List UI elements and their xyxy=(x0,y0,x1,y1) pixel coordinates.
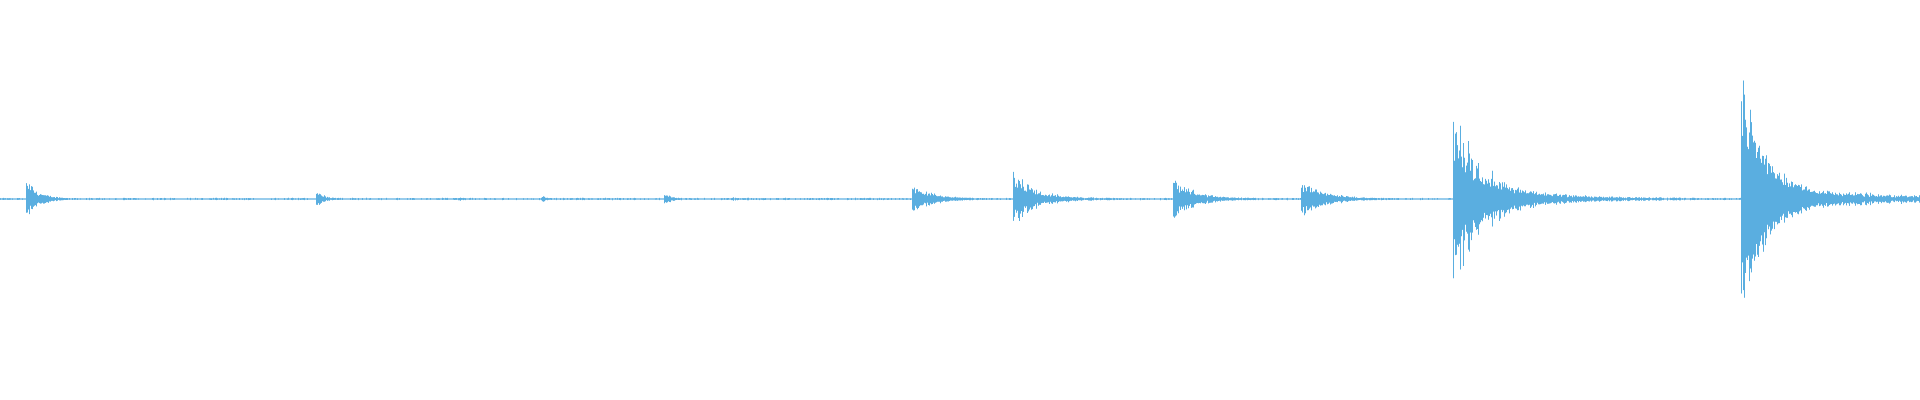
waveform-sample-bars xyxy=(0,80,1920,298)
waveform-samples xyxy=(0,80,1920,298)
